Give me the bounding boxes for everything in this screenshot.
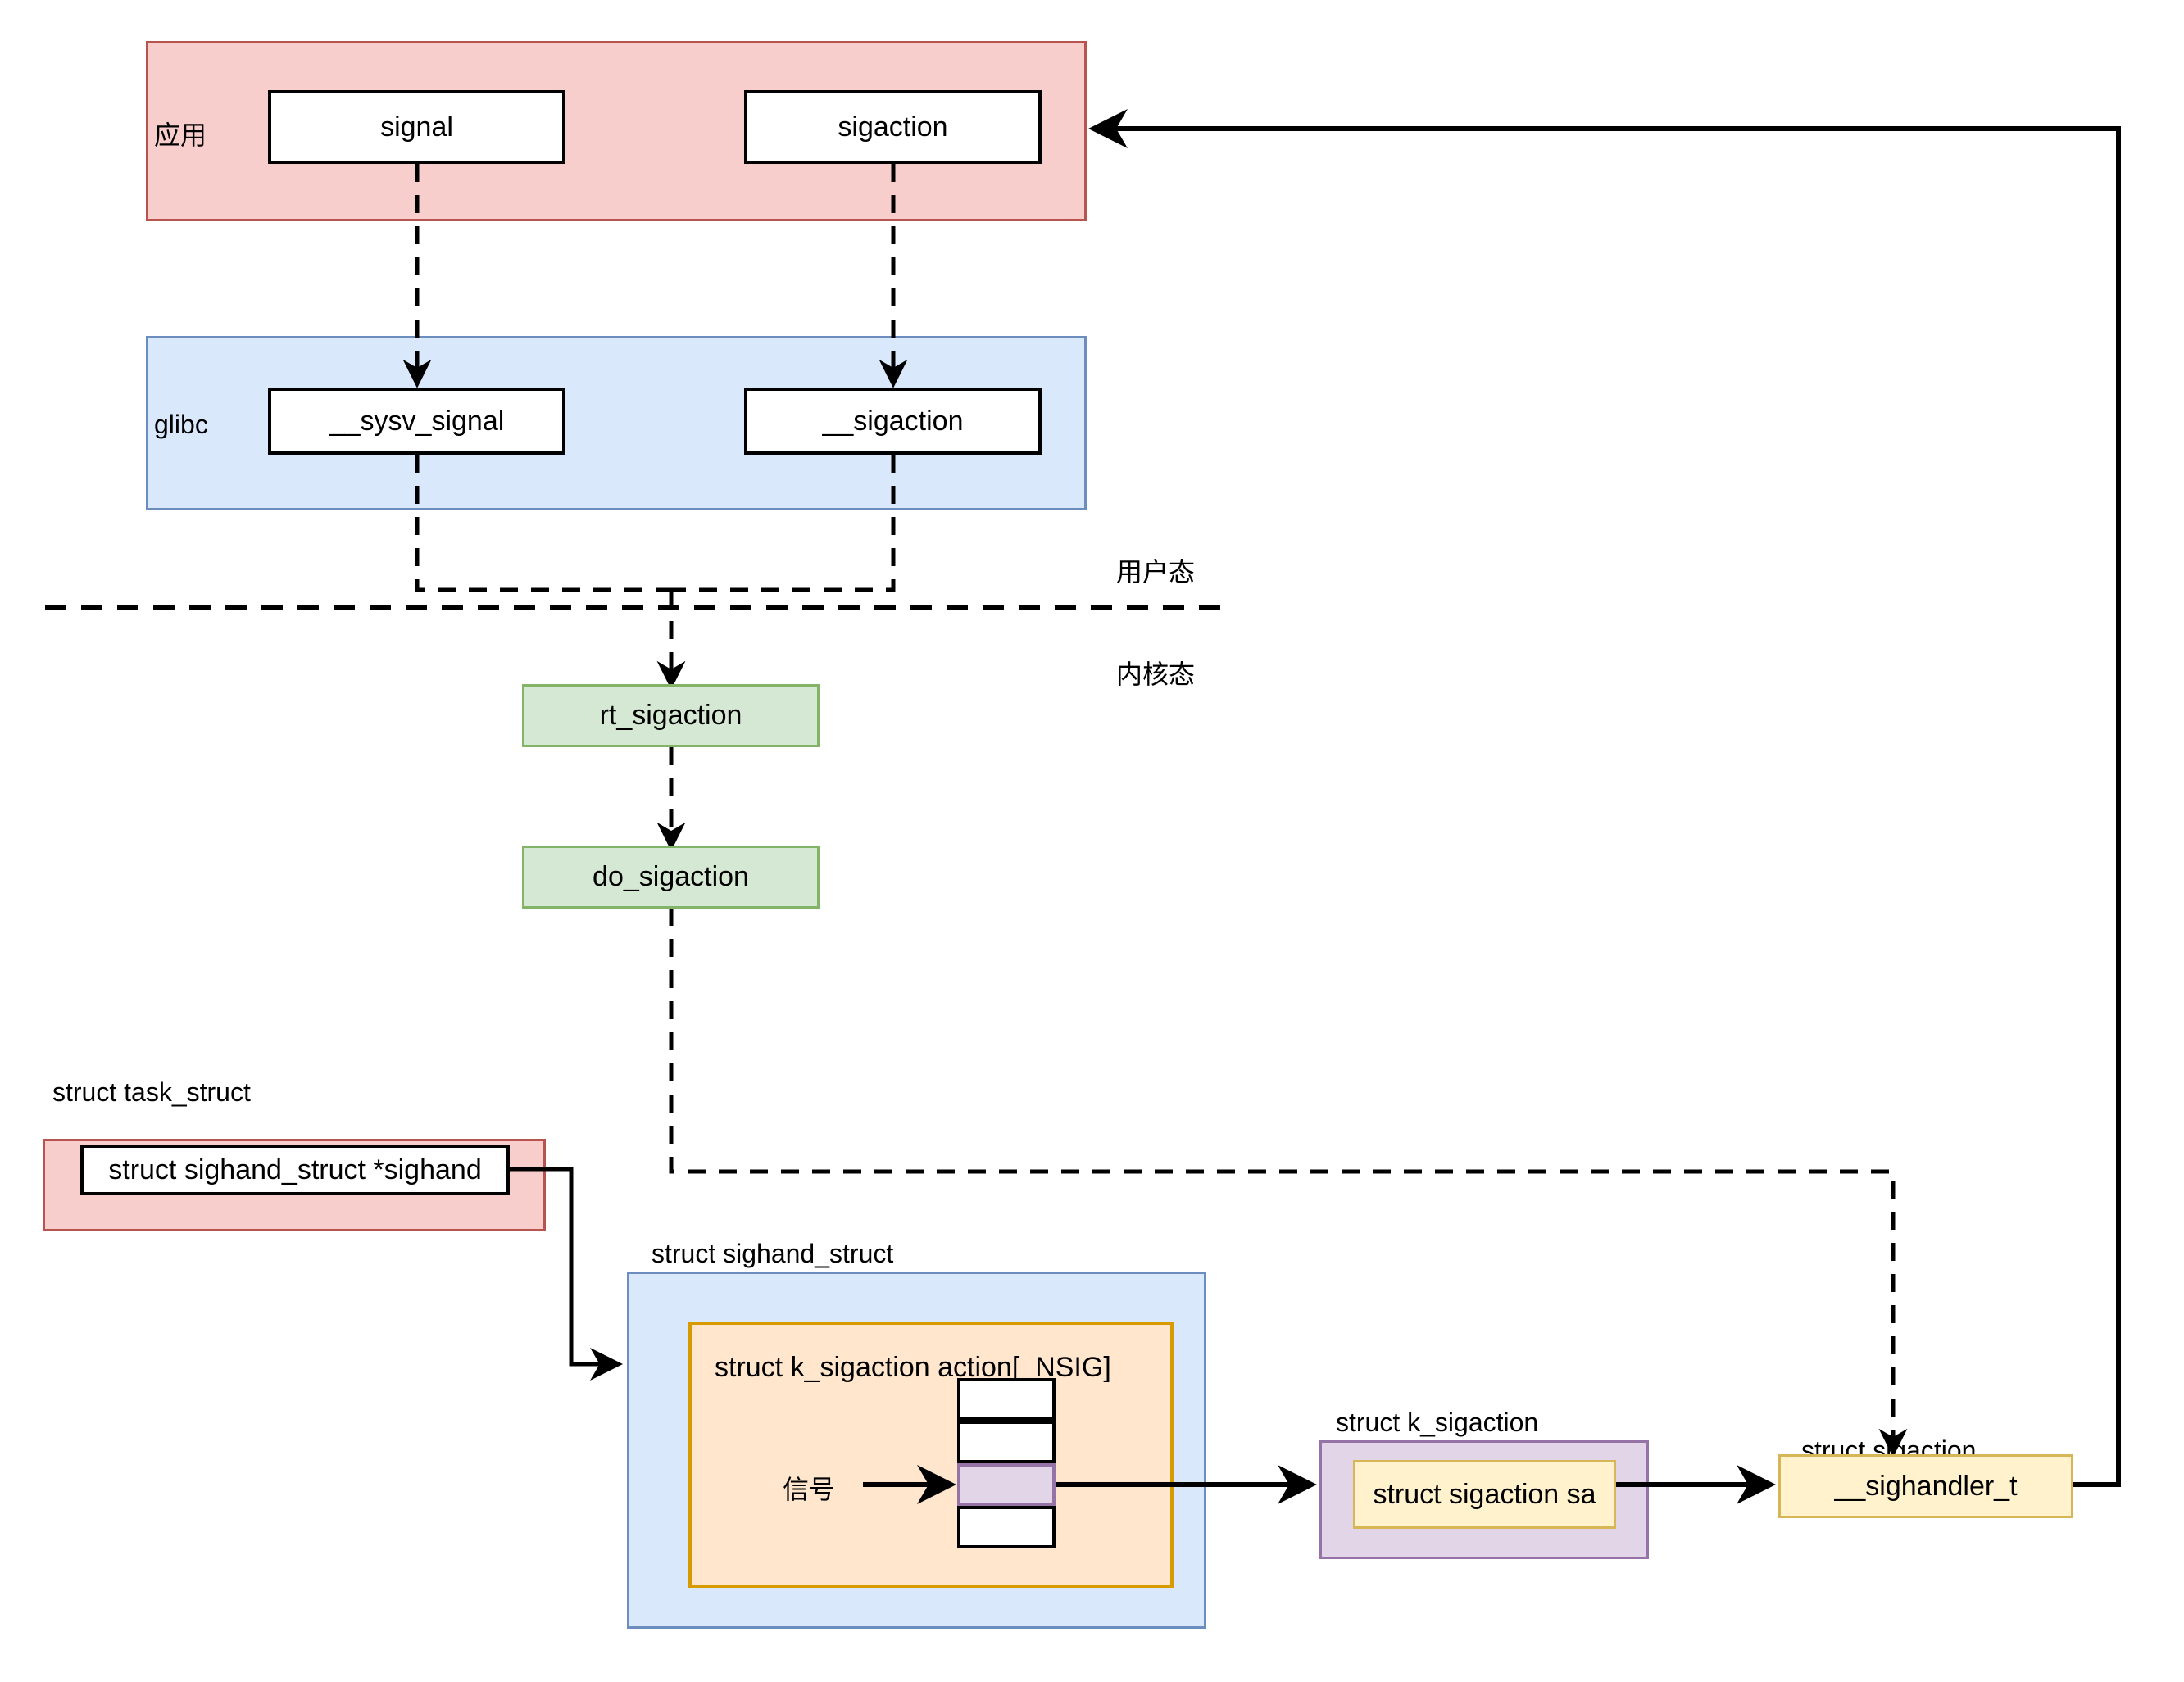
app-box-sigaction[interactable]: sigaction (744, 90, 1042, 164)
user-mode-label: 用户态 (1116, 557, 1196, 587)
task-struct-field-sighand[interactable]: struct sighand_struct *sighand (80, 1145, 510, 1195)
kernel-box-do-sigaction[interactable]: do_sigaction (522, 846, 820, 909)
signal-input-label: 信号 (783, 1475, 836, 1504)
sighand-struct-caption: struct sighand_struct (652, 1239, 894, 1268)
glibc-box-sysv-signal[interactable]: __sysv_signal (268, 388, 565, 455)
action-array-zone (688, 1322, 1174, 1588)
kernel-box-rt-sigaction[interactable]: rt_sigaction (522, 684, 820, 747)
action-array-cell-2-selected[interactable] (957, 1463, 1056, 1506)
action-array-label: struct k_sigaction action[_NSIG] (715, 1352, 1111, 1383)
app-box-signal[interactable]: signal (268, 90, 565, 164)
action-array-cell-3[interactable] (957, 1506, 1056, 1548)
sigaction-field-sighandler[interactable]: __sighandler_t (1778, 1454, 2073, 1518)
k-sigaction-caption: struct k_sigaction (1336, 1408, 1539, 1437)
task-struct-caption: struct task_struct (52, 1077, 251, 1107)
glibc-zone-label: glibc (154, 410, 208, 439)
k-sigaction-field-sa[interactable]: struct sigaction sa (1353, 1460, 1616, 1529)
app-zone-label: 应用 (154, 120, 207, 150)
kernel-mode-label: 内核态 (1116, 660, 1196, 689)
action-array-cell-0[interactable] (957, 1378, 1056, 1421)
action-array-cell-1[interactable] (957, 1421, 1056, 1463)
glibc-box-sigaction[interactable]: __sigaction (744, 388, 1042, 455)
